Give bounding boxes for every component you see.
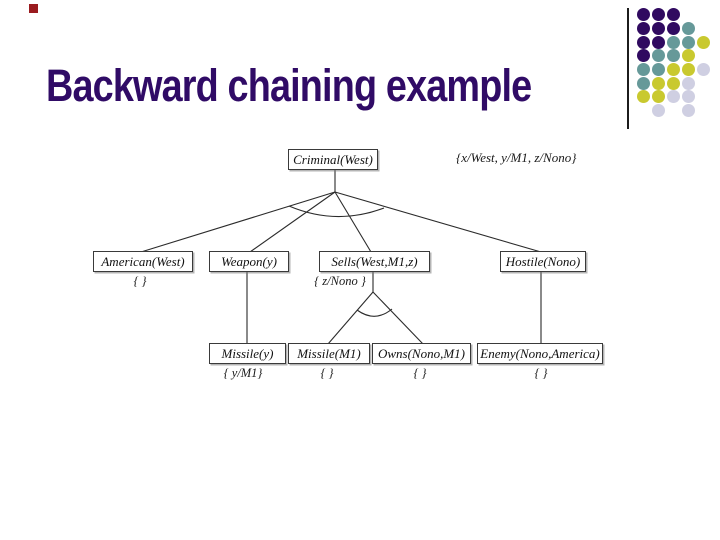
dot [682, 49, 695, 63]
dot [667, 35, 680, 49]
branch-to-sells [334, 191, 372, 253]
dot [667, 8, 680, 22]
dot [652, 35, 665, 49]
dot [667, 63, 680, 77]
dot [637, 49, 650, 63]
node-weapon: Weapon(y) [209, 251, 289, 272]
node-criminal: Criminal(West) [288, 149, 378, 170]
node-sells: Sells(West,M1,z) [319, 251, 430, 272]
dot [652, 90, 665, 104]
dot [637, 76, 650, 90]
dot [637, 90, 650, 104]
and-arc-sells [356, 308, 393, 317]
branch-to-weapon [249, 191, 336, 253]
branch-to-missile-m1 [327, 291, 374, 345]
substitution-sells: { z/Nono } [314, 274, 366, 288]
and-arc-main [288, 205, 385, 218]
dot [667, 90, 680, 104]
substitution-missile-y: { y/M1} [223, 366, 263, 380]
dot [697, 63, 710, 77]
dot [697, 35, 710, 49]
dot [652, 76, 665, 90]
dot [682, 104, 695, 118]
substitution-missile-m1: { } [320, 366, 334, 380]
dot-grid [636, 8, 711, 118]
dot [667, 22, 680, 36]
substitution-american: { } [133, 274, 147, 288]
dot [652, 63, 665, 77]
dot [682, 76, 695, 90]
branch-to-american [140, 191, 336, 253]
substitution-owns: { } [413, 366, 427, 380]
dot [652, 22, 665, 36]
dot [682, 90, 695, 104]
dot [682, 35, 695, 49]
dot [652, 104, 665, 118]
node-hostile: Hostile(Nono) [500, 251, 586, 272]
node-missile-m1: Missile(M1) [288, 343, 370, 364]
dot [652, 49, 665, 63]
red-square-marker [29, 4, 38, 13]
node-enemy: Enemy(Nono,America) [477, 343, 603, 364]
node-missile-y: Missile(y) [209, 343, 286, 364]
dot [637, 22, 650, 36]
dot [667, 76, 680, 90]
dot [667, 49, 680, 63]
slide-title: Backward chaining example [46, 60, 532, 111]
branch-to-owns [372, 291, 424, 345]
node-owns: Owns(Nono,M1) [372, 343, 471, 364]
branch-to-hostile [334, 191, 542, 253]
global-substitution: {x/West, y/M1, z/Nono} [456, 150, 577, 165]
dot [637, 35, 650, 49]
dot [682, 63, 695, 77]
node-american: American(West) [93, 251, 193, 272]
dot [682, 22, 695, 36]
dot [652, 8, 665, 22]
dot [637, 63, 650, 77]
vertical-divider [627, 8, 629, 129]
dot [637, 8, 650, 22]
substitution-enemy: { } [534, 366, 548, 380]
